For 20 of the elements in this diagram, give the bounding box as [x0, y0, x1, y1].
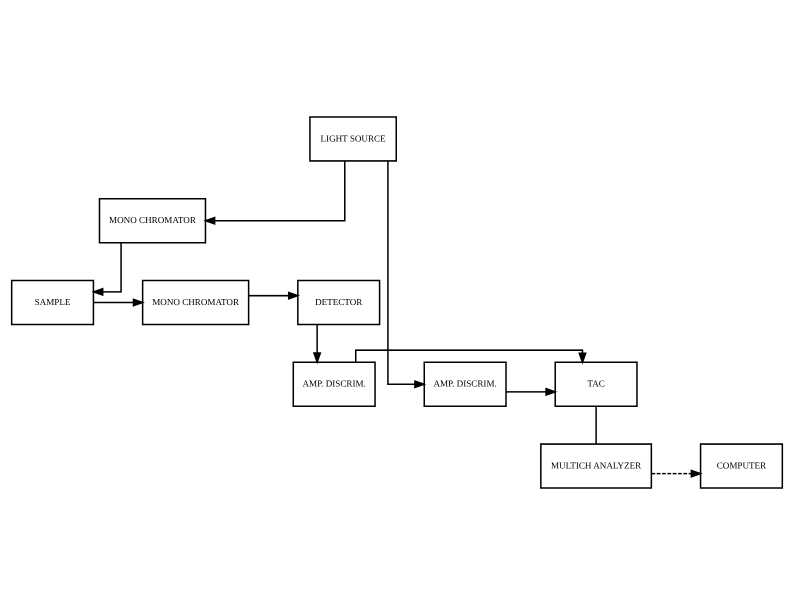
node-box: AMP. DISCRIM. — [424, 361, 507, 406]
arrow — [354, 348, 587, 364]
connector — [595, 406, 597, 444]
node-box: SAMPLE — [10, 279, 94, 325]
node-box: MONO CHROMATOR — [142, 279, 250, 325]
arrow — [94, 298, 145, 306]
arrow — [506, 387, 558, 396]
node-box: LIGHT SOURCE — [309, 116, 397, 162]
arrow — [248, 290, 300, 300]
node-box: MULTICH ANALYZER — [540, 442, 652, 488]
arrow — [203, 160, 346, 224]
node-box: DETECTOR — [297, 279, 380, 325]
arrow — [387, 160, 426, 388]
arrow — [312, 324, 322, 364]
node-box: MONO CHROMATOR — [98, 198, 206, 243]
node-box: AMP. DISCRIM. — [292, 361, 376, 406]
node-box: TAC — [554, 361, 638, 406]
node-box: COMPUTER — [700, 442, 784, 488]
arrow — [651, 468, 703, 478]
arrow — [91, 242, 122, 296]
